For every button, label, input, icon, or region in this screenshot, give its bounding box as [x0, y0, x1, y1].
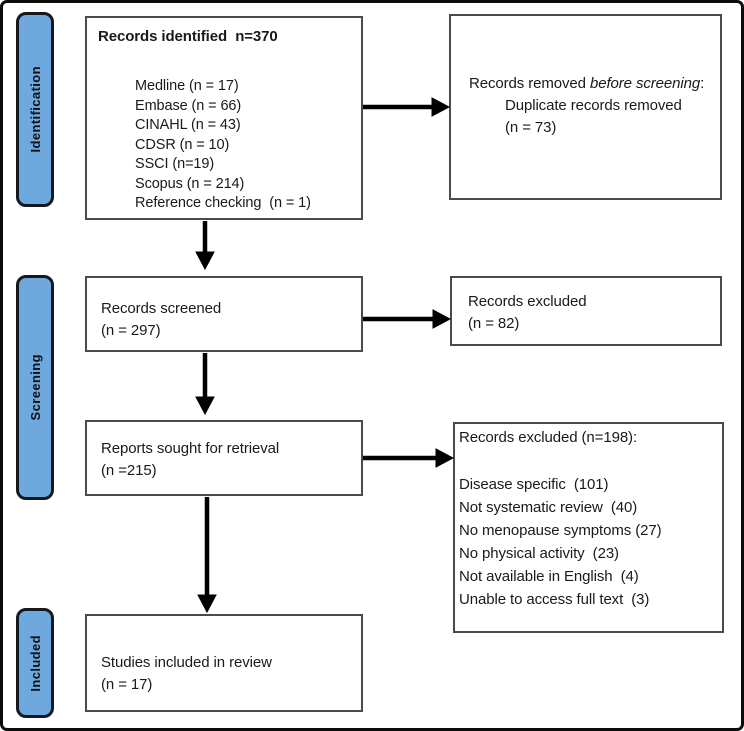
reports-sought-label: Reports sought for retrieval — [101, 440, 280, 457]
arrow-head — [195, 396, 215, 416]
stage-label-included: Included — [16, 608, 54, 718]
source-item: SSCI (n=19) — [135, 156, 215, 172]
stage-label-identification: Identification — [16, 12, 54, 207]
arrow-head — [432, 309, 452, 329]
arrow-screened-to-excluded — [363, 309, 452, 329]
records-screened-count: (n = 297) — [101, 322, 161, 339]
arrow-identified-to-screened — [195, 221, 215, 271]
excluded-reasons-title: Records excluded (n=198): — [459, 429, 638, 446]
stage-label-text: Identification — [27, 66, 43, 153]
source-item: Reference checking (n = 1) — [135, 195, 311, 211]
box-records-excluded-reasons: Records excluded (n=198): Disease specif… — [453, 422, 724, 633]
studies-included-count: (n = 17) — [101, 676, 153, 693]
records-identified-title: Records identified n=370 — [98, 28, 278, 45]
exclusion-reason: Not available in English (4) — [459, 568, 639, 585]
arrow-screened-to-sought — [195, 353, 215, 416]
stage-label-text: Screening — [27, 354, 43, 421]
arrow-head — [197, 594, 217, 614]
arrow-head — [435, 448, 455, 468]
source-item: CDSR (n = 10) — [135, 136, 230, 153]
records-excluded-label: Records excluded — [468, 293, 587, 310]
duplicates-removed-label: Duplicate records removed — [505, 97, 682, 114]
source-item: Embase (n = 66) — [135, 97, 242, 114]
arrow-sought-to-included — [197, 497, 217, 614]
box-records-excluded-screening: Records excluded (n = 82) — [450, 276, 722, 346]
box-reports-sought: Reports sought for retrieval (n =215) — [85, 420, 363, 496]
records-screened-label: Records screened — [101, 300, 222, 317]
box-records-screened: Records screened (n = 297) — [85, 276, 363, 352]
database-source-list: Medline (n = 17) Embase (n = 66) CINAHL … — [135, 77, 353, 214]
arrow-head — [431, 97, 451, 117]
source-item: Medline (n = 17) — [135, 78, 239, 94]
removed-before-colon: : — [700, 75, 705, 92]
box-records-removed-before-screening: Records removed before screening: Duplic… — [449, 14, 722, 200]
duplicates-removed-count: (n = 73) — [505, 119, 557, 136]
arrow-identified-to-removed — [363, 97, 451, 117]
exclusion-reason: No physical activity (23) — [459, 545, 619, 562]
stage-label-screening: Screening — [16, 275, 54, 500]
spacer — [459, 449, 718, 473]
removed-before-italic: before screening — [589, 75, 701, 92]
removed-before-text: Records removed — [469, 75, 590, 92]
arrow-head — [195, 251, 215, 271]
reports-sought-count: (n =215) — [101, 462, 157, 479]
removed-before-heading: Records removed before screening: — [469, 73, 708, 95]
studies-included-label: Studies included in review — [101, 654, 272, 671]
arrow-sought-to-excluded-reasons — [363, 448, 455, 468]
exclusion-reason: Disease specific (101) — [459, 476, 609, 493]
exclusion-reason: Unable to access full text (3) — [459, 591, 650, 608]
box-studies-included: Studies included in review (n = 17) — [85, 614, 363, 712]
box-records-identified: Records identified n=370 Medline (n = 17… — [85, 16, 363, 220]
source-item: Scopus (n = 214) — [135, 175, 245, 192]
source-item: CINAHL (n = 43) — [135, 117, 241, 133]
stage-label-text: Included — [27, 634, 43, 692]
exclusion-reason: Not systematic review (40) — [459, 499, 638, 516]
records-excluded-count: (n = 82) — [468, 315, 520, 332]
exclusion-reason: No menopause symptoms (27) — [459, 522, 662, 539]
